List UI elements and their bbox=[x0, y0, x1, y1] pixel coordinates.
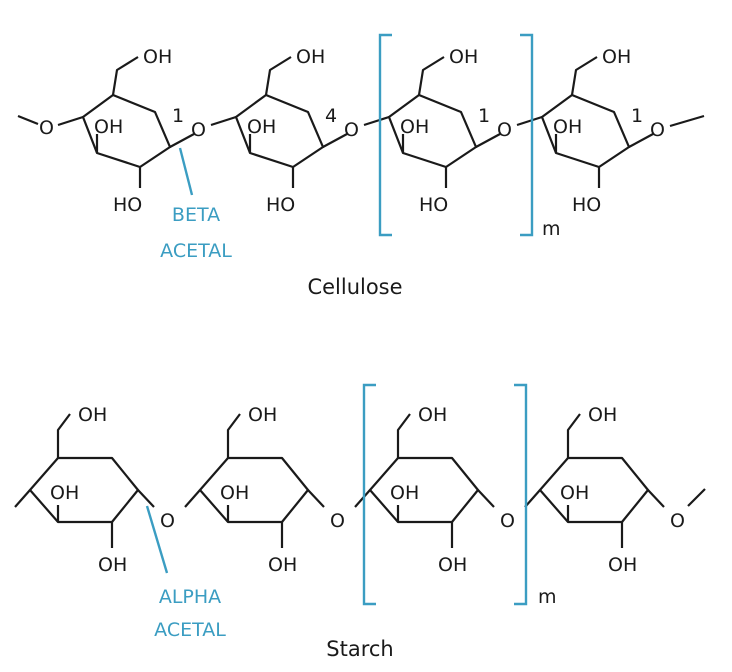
cellulose-glucose-ring: OH OH HO 1O bbox=[363, 46, 512, 216]
oxygen-label: O bbox=[500, 510, 515, 532]
ch2oh-bond bbox=[566, 413, 581, 458]
oxygen-label: O bbox=[497, 119, 512, 141]
starch-repeat-m: m bbox=[538, 586, 557, 608]
glycosidic-bond bbox=[363, 115, 390, 127]
glycosidic-bond bbox=[307, 489, 325, 508]
glycosidic-bond bbox=[137, 489, 155, 508]
alpha-acetal-pointer bbox=[145, 505, 169, 574]
oxygen-label: O bbox=[191, 119, 206, 141]
oxygen-label: O bbox=[160, 510, 175, 532]
starch-glucose-ring: OH OH OH O bbox=[524, 404, 685, 576]
glycosidic-bond bbox=[322, 133, 348, 148]
oh-label: OH bbox=[50, 482, 79, 504]
oh-label: OH bbox=[98, 554, 127, 576]
ch2oh-bond bbox=[264, 56, 292, 96]
glycosidic-bond bbox=[516, 115, 543, 127]
ho-label: HO bbox=[419, 194, 448, 216]
ho-label: HO bbox=[266, 194, 295, 216]
starch-left-bracket bbox=[362, 383, 376, 606]
beta-acetal-label-line1: BETA bbox=[172, 204, 220, 226]
oh-label: OH bbox=[608, 554, 637, 576]
oh-label: OH bbox=[78, 404, 107, 426]
oh-label: OH bbox=[268, 554, 297, 576]
cellulose-glucose-ring: OH OH HO 1O bbox=[516, 46, 705, 216]
oh-label: OH bbox=[390, 482, 419, 504]
beta-acetal-label-line2: ACETAL bbox=[160, 240, 232, 262]
oh-label: OH bbox=[94, 116, 123, 138]
cellulose-left-bracket bbox=[378, 33, 392, 237]
glycosidic-bond bbox=[210, 115, 237, 127]
oh-label: OH bbox=[560, 482, 589, 504]
glycosidic-bond bbox=[57, 115, 84, 127]
oh-label: OH bbox=[248, 404, 277, 426]
glycosidic-bond bbox=[628, 133, 654, 148]
glycosidic-bond bbox=[14, 489, 31, 508]
ch2oh-bond bbox=[570, 56, 598, 96]
cellulose-glucose-ring: OH OH HO 4O bbox=[210, 46, 359, 216]
glycosidic-bond bbox=[169, 133, 195, 148]
oxygen-label: O bbox=[39, 117, 54, 139]
ch2oh-bond bbox=[56, 413, 71, 458]
starch-glucose-ring: OH OH OH O bbox=[354, 404, 515, 576]
oh-label: OH bbox=[553, 116, 582, 138]
glycosidic-bond bbox=[354, 489, 371, 508]
alpha-acetal-label-line2: ACETAL bbox=[154, 619, 226, 641]
chain-bond bbox=[17, 114, 39, 126]
oh-label: OH bbox=[143, 46, 172, 68]
chain-bond bbox=[687, 488, 706, 507]
starch-glucose-ring: OH OH OH O bbox=[14, 404, 175, 576]
ch2oh-bond bbox=[226, 413, 241, 458]
alpha-acetal-label-line1: ALPHA bbox=[159, 586, 221, 608]
ho-label: HO bbox=[572, 194, 601, 216]
oh-label: OH bbox=[449, 46, 478, 68]
oh-label: OH bbox=[400, 116, 429, 138]
oxygen-label: O bbox=[650, 119, 665, 141]
ho-label: HO bbox=[113, 194, 142, 216]
ring-bonds bbox=[538, 456, 650, 524]
oxygen-label: O bbox=[344, 119, 359, 141]
starch-title: Starch bbox=[326, 637, 393, 661]
ch2oh-bond bbox=[111, 56, 139, 96]
oxygen-label: O bbox=[330, 510, 345, 532]
carbon-number: 4 bbox=[325, 105, 337, 127]
starch-glucose-ring: OH OH OH O bbox=[184, 404, 345, 576]
oh-label: OH bbox=[418, 404, 447, 426]
glycosidic-bond bbox=[647, 489, 665, 508]
starch-structure: OH OH OH O OH OH OH O OH OH OH O OH OH OH O bbox=[14, 404, 706, 576]
oh-label: OH bbox=[588, 404, 617, 426]
ring-bonds bbox=[368, 456, 480, 524]
cellulose-title: Cellulose bbox=[307, 275, 402, 299]
oh-label: OH bbox=[602, 46, 631, 68]
oh-label: OH bbox=[296, 46, 325, 68]
oxygen-label: O bbox=[670, 510, 685, 532]
chain-bond bbox=[669, 114, 705, 128]
cellulose-repeat-m: m bbox=[542, 218, 561, 240]
ch2oh-bond bbox=[396, 413, 411, 458]
cellulose-right-bracket bbox=[520, 33, 534, 237]
glycosidic-bond bbox=[184, 489, 201, 508]
oh-label: OH bbox=[220, 482, 249, 504]
ring-bonds bbox=[28, 456, 140, 524]
ch2oh-bond bbox=[417, 56, 445, 96]
starch-right-bracket bbox=[514, 383, 528, 606]
glycosidic-bond bbox=[524, 489, 541, 508]
beta-acetal-pointer bbox=[178, 147, 194, 196]
oh-label: OH bbox=[438, 554, 467, 576]
glycosidic-bond bbox=[475, 133, 501, 148]
glycosidic-bond bbox=[477, 489, 495, 508]
carbon-number: 1 bbox=[478, 105, 490, 127]
ring-bonds bbox=[198, 456, 310, 524]
oh-label: OH bbox=[247, 116, 276, 138]
carbon-number: 1 bbox=[172, 105, 184, 127]
carbon-number: 1 bbox=[631, 105, 643, 127]
